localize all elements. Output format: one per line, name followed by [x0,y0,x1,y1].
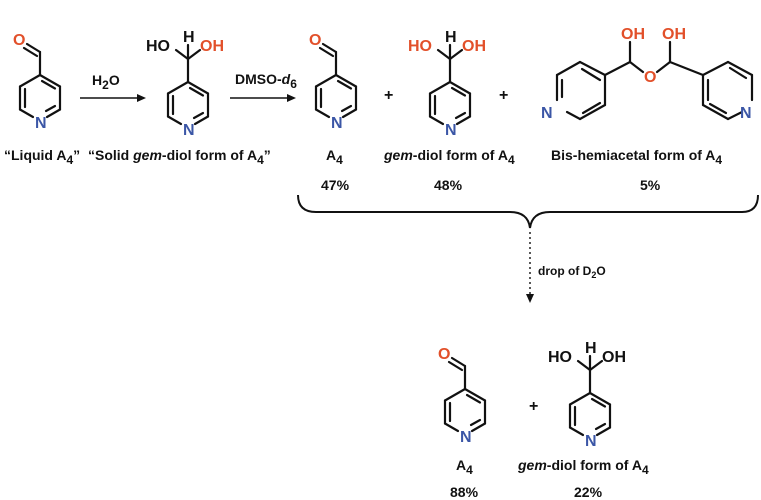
label-liquid-a4: “Liquid A4” [4,147,80,167]
plus-sign: + [499,87,508,104]
nitrogen-atom: N [35,115,47,132]
hydroxyl-right: OH [200,38,224,55]
nitrogen-atom: N [740,105,752,122]
percent-bis-hemiacetal: 5% [640,177,661,193]
hydrogen-atom: H [585,340,597,357]
molecule-solid-gemdiol: HO OH H N [146,29,224,139]
grouping-brace [297,194,759,229]
nitrogen-atom: N [183,122,195,139]
arrow-d2o [526,232,534,303]
hydroxyl-right: OH [602,349,626,366]
ether-oxygen: O [644,69,656,86]
percent-a4-top: 47% [321,177,350,193]
oxygen-atom: O [13,32,25,49]
molecule-liquid-a4: O N [13,32,62,132]
oxygen-atom: O [309,32,321,49]
label-a4-bottom: A4 [456,457,473,477]
percent-gemdiol-top: 48% [434,177,463,193]
molecule-a4-bottom: O N [438,346,487,446]
label-bis-hemiacetal: Bis-hemiacetal form of A4 [551,147,722,167]
label-gemdiol-top: gem-diol form of A4 [383,147,515,167]
percent-gemdiol-bottom: 22% [574,484,603,500]
hydroxyl-left: HO [548,349,572,366]
hydrogen-atom: H [183,29,195,46]
oxygen-atom: O [438,346,450,363]
hydroxyl-right: OH [662,26,686,43]
reagent-d2o: drop of D2O [538,264,606,280]
reagent-water: H2O [92,72,120,92]
molecule-a4-top: O N [309,32,358,132]
nitrogen-atom: N [331,115,343,132]
hydrogen-atom: H [445,29,457,46]
molecule-bis-hemiacetal: N N OH OH O [541,26,754,122]
molecule-gemdiol-top: HO OH H N [408,29,486,139]
arrow-dissolution [230,94,296,102]
hydroxyl-left: OH [621,26,645,43]
nitrogen-atom: N [460,429,472,446]
plus-sign: + [529,398,538,415]
nitrogen-atom: N [585,433,597,450]
label-solid-gemdiol: “Solid gem-diol form of A4” [88,147,271,167]
label-a4-top: A4 [326,147,343,167]
nitrogen-atom: N [445,122,457,139]
molecule-gemdiol-bottom: HO OH H N [548,340,626,450]
percent-a4-bottom: 88% [450,484,479,500]
label-gemdiol-bottom: gem-diol form of A4 [517,457,649,477]
reagent-dmso: DMSO-d6 [235,71,297,91]
nitrogen-atom: N [541,105,553,122]
hydroxyl-right: OH [462,38,486,55]
hydroxyl-left: HO [408,38,432,55]
hydroxyl-left: HO [146,38,170,55]
arrow-hydration [80,94,146,102]
plus-sign: + [384,87,393,104]
